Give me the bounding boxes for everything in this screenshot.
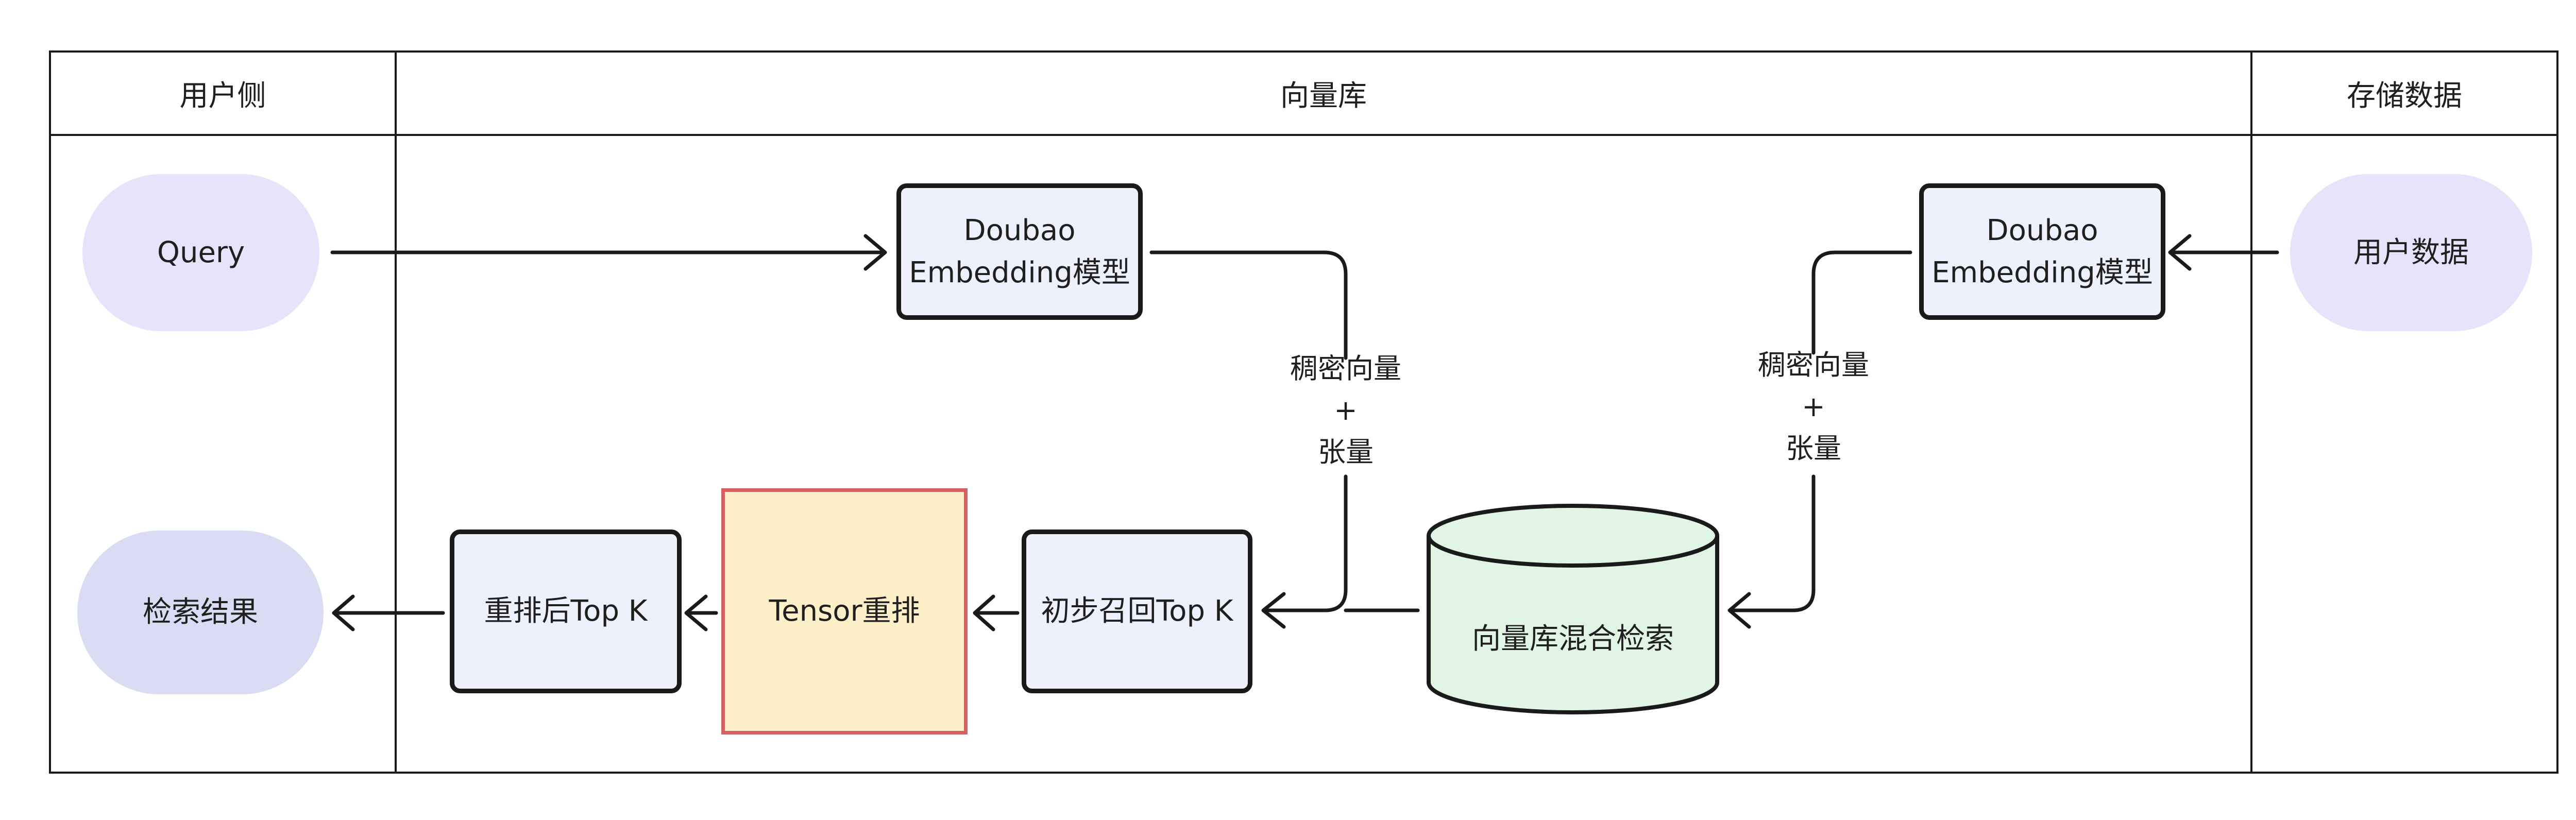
- user-data-node: 用户数据: [2290, 174, 2532, 331]
- arrowhead-results: [332, 594, 355, 631]
- lane-header-vector-db: 向量库: [1280, 79, 1367, 113]
- embedding-model-left-line2: Embedding模型: [909, 255, 1130, 289]
- edge-label-right-line1: 稠密向量: [1758, 349, 1869, 381]
- initial-topk-node: 初步召回Top K: [1022, 529, 1252, 693]
- edge-label-left-line1: 稠密向量: [1290, 352, 1401, 385]
- arrowhead-rerank-topk: [684, 594, 708, 631]
- edge-label-right-line2: +: [1802, 390, 1825, 423]
- edge-label-left-line3: 张量: [1318, 436, 1374, 468]
- arrowhead-userdata-to-embedding: [2168, 234, 2192, 271]
- edge-label-left: 稠密向量 + 张量: [1268, 348, 1423, 473]
- arrow-embedding-to-initial-topk-lower: [1263, 474, 1348, 612]
- lane-header-storage: 存储数据: [2347, 79, 2462, 113]
- arrowhead-initial-topk: [1261, 592, 1286, 629]
- edge-label-right-line3: 张量: [1786, 432, 1841, 465]
- lane-header-user: 用户侧: [179, 79, 266, 113]
- arrowhead-tensor: [973, 594, 995, 631]
- embedding-model-left: Doubao Embedding模型: [896, 183, 1143, 320]
- query-node: Query: [82, 174, 319, 331]
- database-cylinder: [1427, 504, 1719, 714]
- arrow-embedding-to-hybrid-lower: [1729, 474, 1816, 612]
- rerank-topk-node: 重排后Top K: [450, 529, 682, 693]
- arrowhead-hybrid: [1727, 592, 1751, 629]
- tensor-rerank-node: Tensor重排: [721, 488, 968, 734]
- arrow-embedding-to-initial-topk: [1149, 250, 1348, 360]
- results-node: 检索结果: [77, 531, 324, 694]
- embedding-model-right-line2: Embedding模型: [1931, 255, 2153, 289]
- edge-label-right: 稠密向量 + 张量: [1736, 344, 1891, 469]
- hybrid-search-label: 向量库混合检索: [1472, 622, 1674, 656]
- arrow-embedding-to-hybrid: [1811, 250, 1912, 355]
- embedding-model-left-line1: Doubao: [963, 214, 1076, 248]
- embedding-model-right-line1: Doubao: [1986, 214, 2098, 248]
- embedding-model-right: Doubao Embedding模型: [1919, 183, 2165, 320]
- swimlane-frame: [49, 50, 2558, 774]
- edge-label-left-line2: +: [1334, 394, 1358, 426]
- arrowhead-query-to-embedding: [863, 234, 887, 271]
